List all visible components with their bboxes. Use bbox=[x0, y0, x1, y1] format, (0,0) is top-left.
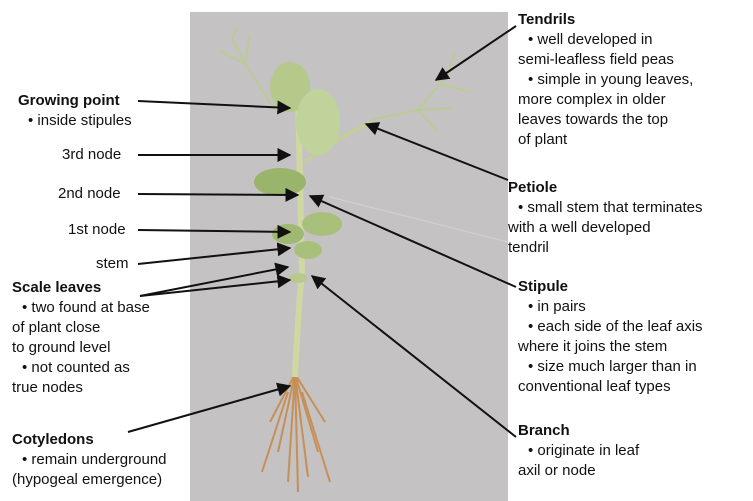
tendrils-line-2: semi-leafless field peas bbox=[518, 50, 693, 70]
stipule-line-2: • each side of the leaf axis bbox=[518, 317, 703, 337]
cotyledons-line-1: • remain underground bbox=[12, 450, 167, 470]
tendrils-line-1: • well developed in bbox=[518, 30, 693, 50]
leaf-lower bbox=[294, 241, 322, 259]
leaf-mid-right bbox=[302, 212, 342, 236]
label-cotyledons: Cotyledons • remain underground (hypogea… bbox=[12, 430, 167, 490]
petiole-line-3: tendril bbox=[508, 238, 702, 258]
scale-leaves-line-4: • not counted as bbox=[12, 358, 150, 378]
scale-leaves-line-5: true nodes bbox=[12, 378, 150, 398]
heading-petiole: Petiole bbox=[508, 178, 702, 198]
stipule-line-1: • in pairs bbox=[518, 297, 703, 317]
label-branch: Branch • originate in leaf axil or node bbox=[518, 421, 639, 481]
petiole-line-1: • small stem that terminates bbox=[508, 198, 702, 218]
scale-leaf bbox=[289, 273, 307, 283]
heading-growing-point: Growing point bbox=[18, 91, 132, 111]
label-growing-point: Growing point • inside stipules bbox=[18, 91, 132, 131]
heading-tendrils: Tendrils bbox=[518, 10, 693, 30]
label-3rd-node: 3rd node bbox=[62, 145, 121, 165]
branch-line-2: axil or node bbox=[518, 461, 639, 481]
label-petiole: Petiole • small stem that terminates wit… bbox=[508, 178, 702, 258]
stipule-line-3: where it joins the stem bbox=[518, 337, 703, 357]
tendrils-line-5: leaves towards the top bbox=[518, 110, 693, 130]
pea-seedling-photo bbox=[190, 12, 508, 501]
heading-stipule: Stipule bbox=[518, 277, 703, 297]
stipule-line-4: • size much larger than in bbox=[518, 357, 703, 377]
label-1st-node: 1st node bbox=[68, 220, 126, 240]
leaf-mid bbox=[254, 168, 306, 196]
leaf-top-right bbox=[296, 89, 340, 155]
heading-cotyledons: Cotyledons bbox=[12, 430, 167, 450]
label-tendrils: Tendrils • well developed in semi-leafle… bbox=[518, 10, 693, 150]
label-stem: stem bbox=[96, 254, 129, 274]
stipule-line-5: conventional leaf types bbox=[518, 377, 703, 397]
petiole-line-2: with a well developed bbox=[508, 218, 702, 238]
tendrils-line-6: of plant bbox=[518, 130, 693, 150]
growing-point-line-1: • inside stipules bbox=[18, 111, 132, 131]
heading-scale-leaves: Scale leaves bbox=[12, 278, 150, 298]
tendrils-line-4: more complex in older bbox=[518, 90, 693, 110]
scale-leaves-line-3: to ground level bbox=[12, 338, 150, 358]
scale-leaves-line-1: • two found at base bbox=[12, 298, 150, 318]
label-stipule: Stipule • in pairs • each side of the le… bbox=[518, 277, 703, 397]
tendrils-line-3: • simple in young leaves, bbox=[518, 70, 693, 90]
heading-branch: Branch bbox=[518, 421, 639, 441]
scale-leaves-line-2: of plant close bbox=[12, 318, 150, 338]
leaf-low bbox=[272, 224, 304, 244]
branch-line-1: • originate in leaf bbox=[518, 441, 639, 461]
cotyledons-line-2: (hypogeal emergence) bbox=[12, 470, 167, 490]
label-2nd-node: 2nd node bbox=[58, 184, 121, 204]
label-scale-leaves: Scale leaves • two found at base of plan… bbox=[12, 278, 150, 398]
